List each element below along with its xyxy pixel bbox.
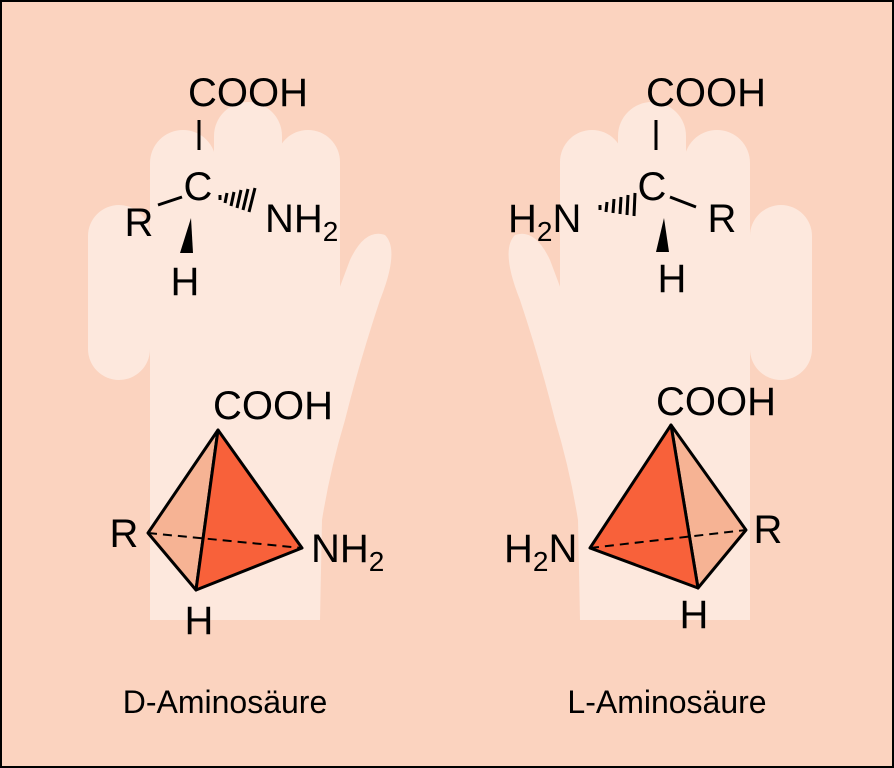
left-fischer-bond-left bbox=[157, 195, 183, 207]
right-fischer-top-label: COOH bbox=[646, 71, 766, 115]
right-tetra-hidden-edge bbox=[589, 529, 747, 549]
right-tetra-top-label: COOH bbox=[656, 380, 776, 424]
right-fischer-hashed-bond bbox=[598, 192, 637, 217]
left-fischer-bottom-label: H bbox=[171, 260, 200, 304]
left-tetra-left-label: R bbox=[110, 512, 139, 556]
right-fischer-wedge-bond bbox=[656, 218, 669, 252]
left-fischer-center-label: C bbox=[184, 165, 213, 209]
left-fischer-left-label: R bbox=[125, 201, 154, 245]
right-fischer-bond-right bbox=[669, 195, 697, 209]
left-tetra-top-label: COOH bbox=[213, 384, 333, 428]
left-tetra-face-dark bbox=[194, 428, 304, 592]
right-caption: L-Aminosäure bbox=[567, 684, 766, 720]
right-fischer-bottom-label: H bbox=[658, 257, 687, 301]
left-caption: D-Aminosäure bbox=[123, 684, 328, 720]
left-tetra-bottom-label: H bbox=[185, 599, 214, 643]
right-fischer-center-label: C bbox=[638, 165, 667, 209]
left-wedge-structure: COOH C R NH2 H bbox=[125, 71, 339, 304]
right-fischer-right-label: R bbox=[708, 197, 737, 241]
right-tetra-right-label: R bbox=[754, 508, 783, 552]
right-tetra-bottom-label: H bbox=[680, 593, 709, 637]
left-tetra-hidden-edge bbox=[147, 532, 303, 549]
left-fischer-right-label: NH2 bbox=[265, 197, 338, 247]
left-fischer-top-label: COOH bbox=[188, 71, 308, 115]
right-tetrahedron: COOH H2N R H bbox=[504, 380, 782, 637]
left-fischer-hashed-bond bbox=[218, 187, 257, 213]
right-fischer-left-label: H2N bbox=[508, 197, 581, 247]
left-tetrahedron: COOH R NH2 H bbox=[110, 384, 385, 643]
right-tetra-left-label: H2N bbox=[504, 527, 577, 577]
right-wedge-structure: COOH C H2N R H bbox=[508, 71, 766, 301]
left-tetra-right-label: NH2 bbox=[311, 527, 384, 577]
right-tetra-face-dark bbox=[588, 423, 700, 590]
left-fischer-wedge-bond bbox=[180, 218, 193, 253]
